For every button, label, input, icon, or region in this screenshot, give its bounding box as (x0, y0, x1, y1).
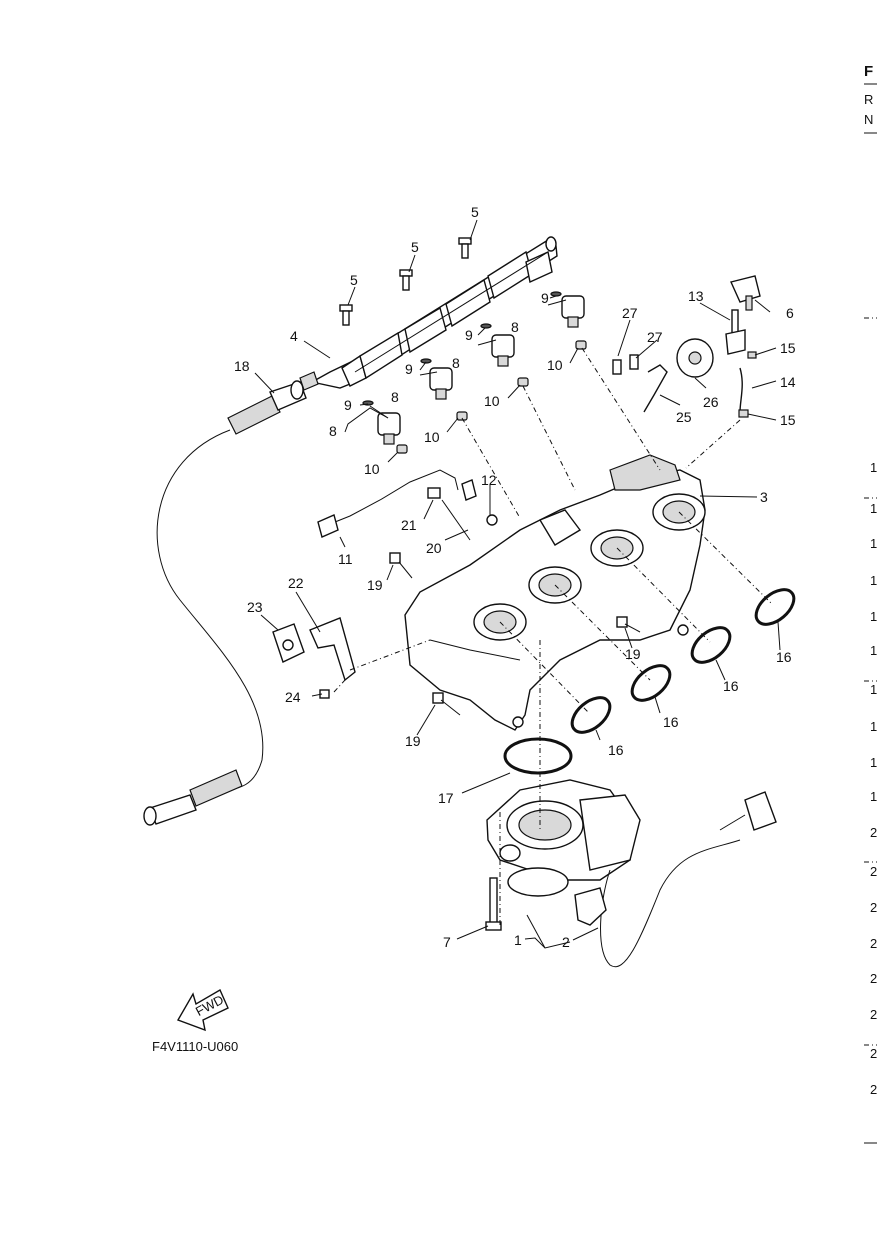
throttle-bolt-illustration (485, 877, 502, 931)
bracket-and-grommet-illustration (612, 338, 714, 413)
callout-7: 7 (443, 934, 451, 950)
callout-19: 19 (625, 646, 641, 662)
callout-9: 9 (344, 397, 352, 413)
callout-8: 8 (452, 355, 460, 371)
callout-15: 15 (780, 340, 796, 356)
callout-23: 23 (247, 599, 263, 615)
edge-number: 2 (870, 1082, 877, 1097)
leader-lines (254, 219, 781, 949)
intake-manifold-illustration (404, 454, 706, 731)
edge-number: 1 (870, 682, 877, 697)
callout-27: 27 (647, 329, 663, 345)
callout-18: 18 (234, 358, 250, 374)
callout-5: 5 (411, 239, 419, 255)
callout-8: 8 (329, 423, 337, 439)
callout-15: 15 (780, 412, 796, 428)
callout-19: 19 (405, 733, 421, 749)
edge-number: 1 (870, 501, 877, 516)
callout-24: 24 (285, 689, 301, 705)
callout-20: 20 (426, 540, 442, 556)
callout-9: 9 (465, 327, 473, 343)
edge-heading-3: N (864, 112, 873, 127)
callout-10: 10 (424, 429, 440, 445)
callout-16: 16 (776, 649, 792, 665)
adjacent-page-edge: F R N 1 1 1 1 1 1 1 1 1 1 2 2 2 2 2 2 2 … (864, 63, 877, 1144)
callout-9: 9 (541, 290, 549, 306)
edge-number: 1 (870, 460, 877, 475)
edge-number: 2 (870, 1007, 877, 1022)
edge-number: 1 (870, 573, 877, 588)
callout-17: 17 (438, 790, 454, 806)
figure-code: F4V1110-U060 (152, 1039, 238, 1054)
edge-number: 1 (870, 609, 877, 624)
callout-12: 12 (481, 472, 497, 488)
throttle-body-illustration (486, 779, 777, 968)
mount-bracket-illustration (272, 617, 356, 699)
callout-21: 21 (401, 517, 417, 533)
callout-14: 14 (780, 374, 796, 390)
callout-16: 16 (608, 742, 624, 758)
fuel-injectors-illustration (362, 291, 587, 454)
fwd-arrow-icon: FWD (176, 989, 229, 1032)
edge-number: 2 (870, 900, 877, 915)
callout-13: 13 (688, 288, 704, 304)
callout-8: 8 (391, 389, 399, 405)
callout-26: 26 (703, 394, 719, 410)
edge-number: 2 (870, 936, 877, 951)
edge-number: 1 (870, 755, 877, 770)
callout-3: 3 (760, 489, 768, 505)
callout-10: 10 (547, 357, 563, 373)
pressure-sensor-illustration (725, 275, 761, 418)
callout-9: 9 (405, 361, 413, 377)
edge-number: 2 (870, 971, 877, 986)
callout-22: 22 (288, 575, 304, 591)
edge-number: 1 (870, 789, 877, 804)
callout-labels: 5 5 5 4 13 6 15 14 15 3 27 27 26 25 9 8 … (234, 204, 796, 950)
rail-bolts-illustration (339, 237, 472, 326)
edge-number: 2 (870, 1046, 877, 1061)
small-parts-illustration (317, 469, 641, 716)
callout-10: 10 (364, 461, 380, 477)
edge-number: 1 (870, 719, 877, 734)
callout-19: 19 (367, 577, 383, 593)
callout-4: 4 (290, 328, 298, 344)
edge-number: 2 (870, 825, 877, 840)
edge-number: 2 (870, 864, 877, 879)
callout-11: 11 (338, 551, 353, 567)
edge-heading-1: F (864, 63, 873, 80)
fuel-rail-illustration (299, 236, 558, 391)
callout-16: 16 (663, 714, 679, 730)
edge-heading-2: R (864, 92, 873, 107)
edge-number: 1 (870, 536, 877, 551)
fuel-hose-illustration (143, 380, 307, 826)
callout-6: 6 (786, 305, 794, 321)
callout-1: 1 (514, 932, 522, 948)
callout-8: 8 (511, 319, 519, 335)
callout-10: 10 (484, 393, 500, 409)
callout-2: 2 (562, 934, 570, 950)
callout-25: 25 (676, 409, 692, 425)
edge-number: 1 (870, 643, 877, 658)
callout-5: 5 (350, 272, 358, 288)
callout-5: 5 (471, 204, 479, 220)
callout-27: 27 (622, 305, 638, 321)
callout-16: 16 (723, 678, 739, 694)
